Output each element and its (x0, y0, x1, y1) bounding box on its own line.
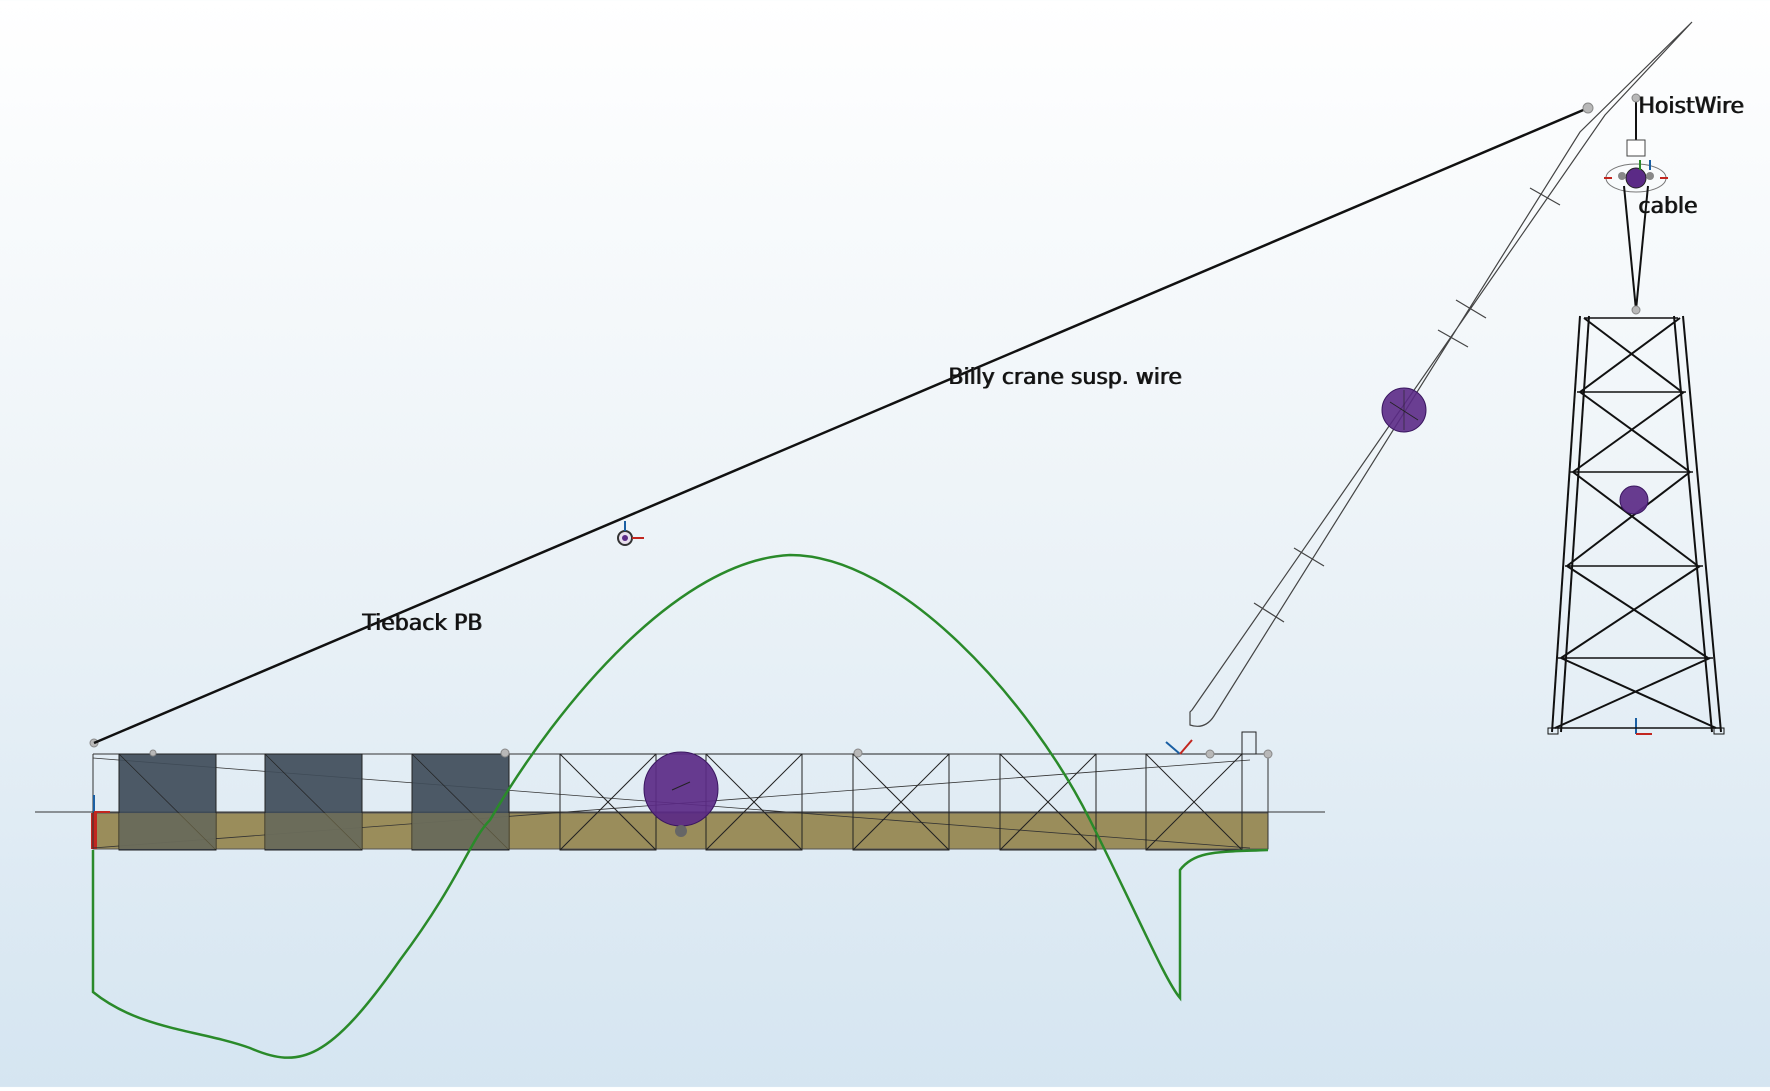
axis-triad-icon (1165, 739, 1193, 755)
jacket-structure[interactable] (1547, 315, 1725, 735)
node-point-icon (500, 748, 510, 758)
node-point-icon (149, 749, 157, 757)
buoy-sphere-icon[interactable] (1381, 387, 1427, 433)
lift-cable-left[interactable] (1623, 185, 1637, 311)
node-point-icon (853, 748, 863, 758)
label-cable: cable (1638, 194, 1698, 219)
node-point-icon (1205, 749, 1215, 759)
node-point-icon (1263, 749, 1273, 759)
bow-small-box (1241, 731, 1257, 755)
frame-container-8[interactable] (1145, 753, 1243, 851)
frame-container-7[interactable] (999, 753, 1097, 851)
container-group-solid (118, 753, 510, 851)
axis-triad-icon (93, 795, 110, 813)
node-point-icon (1582, 102, 1594, 114)
label-tieback: Tieback PB (362, 611, 483, 636)
wire-midpoint-node[interactable] (617, 521, 644, 546)
label-suspension-wire: Billy crane susp. wire (948, 365, 1182, 390)
barge-stern-marker (91, 813, 97, 849)
node-point-icon (1631, 305, 1641, 315)
crane-boom[interactable] (1189, 21, 1693, 727)
label-hoist-wire: HoistWire (1638, 94, 1744, 119)
suspension-wire[interactable] (93, 106, 1589, 745)
hook-block[interactable] (1604, 139, 1668, 193)
buoy-sphere-icon[interactable] (1619, 485, 1649, 515)
lift-cable-right[interactable] (1635, 185, 1649, 311)
buoy-sphere-icon[interactable] (643, 751, 719, 837)
riser-curve[interactable] (91, 553, 1269, 1059)
container-group-frames (559, 731, 1257, 851)
node-point-icon (1631, 93, 1641, 103)
frame-container-6[interactable] (852, 753, 950, 851)
axis-triad-icon (1635, 718, 1652, 735)
